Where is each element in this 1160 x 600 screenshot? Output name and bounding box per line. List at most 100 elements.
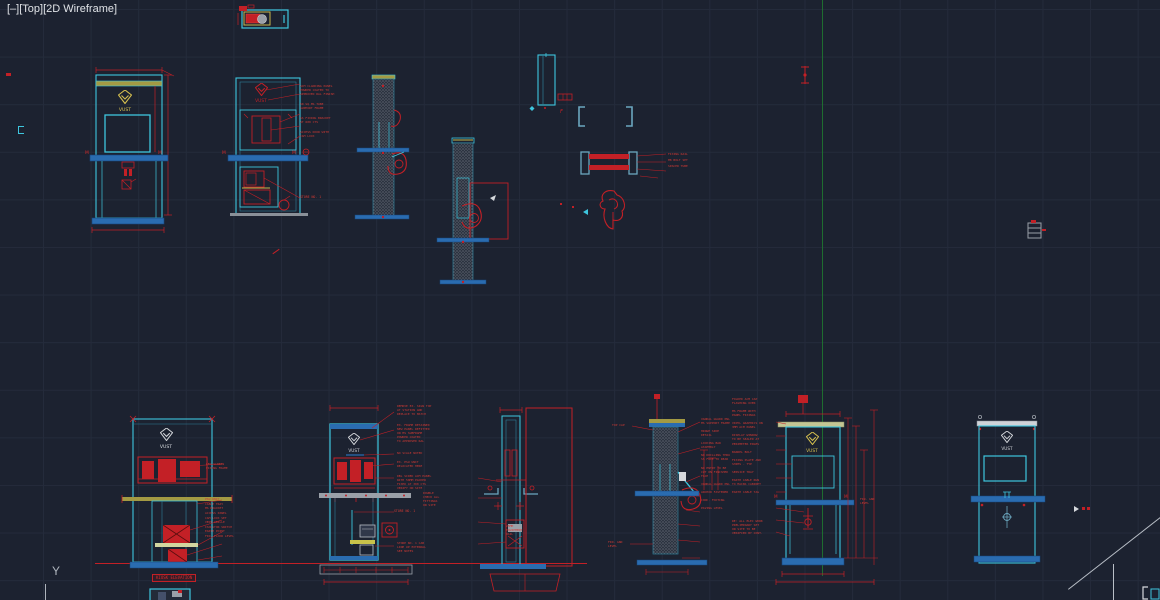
bracket-right[interactable] xyxy=(626,106,633,127)
base-plinth[interactable] xyxy=(129,561,219,569)
marker-red-slash xyxy=(272,248,280,255)
construction-vertical-line xyxy=(1113,564,1114,600)
top-band[interactable] xyxy=(95,80,163,87)
viewport-minimize-control[interactable]: [–] xyxy=(7,3,20,15)
viewport-shading-control[interactable]: [2D Wireframe] xyxy=(43,3,118,15)
detail-zone-box[interactable] xyxy=(525,407,573,567)
cursor-arrow xyxy=(1074,506,1079,512)
kiosk-outline[interactable] xyxy=(978,425,1036,564)
display-window[interactable] xyxy=(983,455,1027,482)
kiosk-body-outline[interactable] xyxy=(95,74,163,219)
annotation-o-right: FIN. GND LEVEL xyxy=(860,497,875,506)
drawing-elevation-o[interactable]: VUST M M xyxy=(728,390,888,594)
detail-zone-box[interactable] xyxy=(469,182,509,240)
drawing-front-elevation-a[interactable]: VUST M M xyxy=(82,62,182,234)
snap-diamond xyxy=(529,106,535,111)
annotation-l-store: STORE NO. 1 xyxy=(394,509,416,513)
drawing-narrow-panel[interactable]: F xyxy=(528,48,578,120)
screen-frame[interactable] xyxy=(333,457,376,485)
top-cap[interactable] xyxy=(371,74,396,80)
marker-cyan-triangle xyxy=(583,209,588,215)
base-band[interactable] xyxy=(330,556,378,560)
detail-loop xyxy=(461,203,482,229)
upper-cabinet[interactable] xyxy=(239,109,297,151)
top-band[interactable] xyxy=(976,420,1038,427)
fixing-plate xyxy=(557,93,573,101)
equipment-unit[interactable] xyxy=(359,524,376,538)
foundation[interactable] xyxy=(319,564,413,575)
display-window[interactable] xyxy=(104,114,151,153)
counter-band[interactable] xyxy=(634,490,700,497)
drawing-section-elevation-c[interactable]: VUST M M xyxy=(222,70,352,222)
top-band[interactable] xyxy=(330,424,378,429)
annotation-l2: EX. FRAME RETAINED NEW PANEL REFITTED ON… xyxy=(397,423,430,444)
drawing-rail-beam[interactable] xyxy=(578,146,670,180)
screen-frame[interactable] xyxy=(137,456,208,484)
top-band[interactable] xyxy=(777,421,845,428)
mount-strap xyxy=(390,109,401,127)
counter-band[interactable] xyxy=(775,499,855,506)
y-axis-line xyxy=(822,0,823,576)
counter-band[interactable] xyxy=(970,495,1046,503)
drawing-channel-brackets[interactable] xyxy=(574,104,638,130)
annotation-l5: DBL SIDED ACM PANEL WITH 50MM PACKER FIX… xyxy=(397,474,432,491)
viewport-view-control[interactable]: [Top] xyxy=(19,3,44,15)
drawing-section-n[interactable] xyxy=(626,392,744,588)
drawing-kiosk-plan-view[interactable] xyxy=(226,3,296,35)
cap-blue xyxy=(649,423,685,427)
f-mark: F xyxy=(560,109,563,115)
annotation-k-column: PSU UNIT CABLE TRAY MS BRACKET ACCESS PA… xyxy=(205,497,234,539)
annotation-k-screen: LED SCREEN FIXING FRAME xyxy=(206,462,228,471)
viewport-label[interactable]: [–][Top][2D Wireframe] xyxy=(7,3,117,15)
marker-cyan-bracket xyxy=(18,126,24,134)
detail-flag[interactable] xyxy=(278,199,290,211)
drawing-partial-right[interactable] xyxy=(1140,583,1160,600)
lower-cabinet[interactable] xyxy=(239,166,279,208)
kiosk-outline[interactable] xyxy=(785,426,841,560)
base-band[interactable] xyxy=(480,564,546,569)
base-plinth[interactable] xyxy=(973,555,1041,563)
shelf xyxy=(350,540,375,544)
plan-outline[interactable] xyxy=(241,9,289,29)
counter-band[interactable] xyxy=(356,147,410,153)
drawing-elevation-l[interactable]: VUST xyxy=(312,396,447,592)
marker-stack-icon xyxy=(1026,219,1046,241)
drawing-title-k: KIOSK ELEVATION xyxy=(152,574,197,582)
detail-loop xyxy=(387,152,407,175)
angle-bracket-left xyxy=(484,488,499,495)
drawing-section-m[interactable] xyxy=(476,402,576,594)
annotation-l1: REMOVE EX. SIGN TOP AT STATION AND REPLA… xyxy=(397,404,432,417)
counter-band[interactable] xyxy=(227,154,309,162)
bracket-assembly xyxy=(680,487,702,511)
annotation-o-left: FOLDED ACM CAP FLASHING OVER MS FRAME WI… xyxy=(732,397,763,495)
drawing-side-section-e[interactable] xyxy=(432,130,512,296)
base-plinth[interactable] xyxy=(781,557,845,566)
drawing-partial-bottom[interactable] xyxy=(148,588,192,600)
section-outline[interactable] xyxy=(235,77,301,216)
bracket-left[interactable] xyxy=(578,106,585,127)
counter-band[interactable] xyxy=(89,154,169,162)
plan-pole-section[interactable] xyxy=(257,14,267,24)
marker-dim-tick xyxy=(798,64,812,86)
logo-text-red: VUST xyxy=(255,98,267,104)
annotation-c2: 50 SQ MS TUBE SUPPORT FRAME xyxy=(300,102,324,111)
drawing-elevation-p[interactable]: VUST xyxy=(966,406,1050,574)
component-box[interactable] xyxy=(505,519,525,549)
drawing-side-section-d[interactable] xyxy=(352,62,412,230)
logo-text-white: VUST xyxy=(1001,446,1013,451)
anchor-symbol xyxy=(804,518,812,526)
end-bracket-left[interactable] xyxy=(580,151,590,175)
bolt-mark-left: M xyxy=(774,494,778,499)
pole-column[interactable] xyxy=(652,426,679,555)
drawing-elevation-k[interactable]: VUST xyxy=(118,408,248,588)
logo-text-white: VUST xyxy=(160,444,172,450)
counter-band[interactable] xyxy=(122,497,232,501)
base-plinth[interactable] xyxy=(91,217,165,225)
display-window[interactable] xyxy=(791,455,835,489)
base-band[interactable] xyxy=(636,559,708,566)
panel-outline[interactable] xyxy=(537,54,556,106)
end-bracket-right[interactable] xyxy=(628,151,638,175)
profile-outline xyxy=(599,190,626,230)
drawing-profile-detail[interactable] xyxy=(596,188,630,232)
